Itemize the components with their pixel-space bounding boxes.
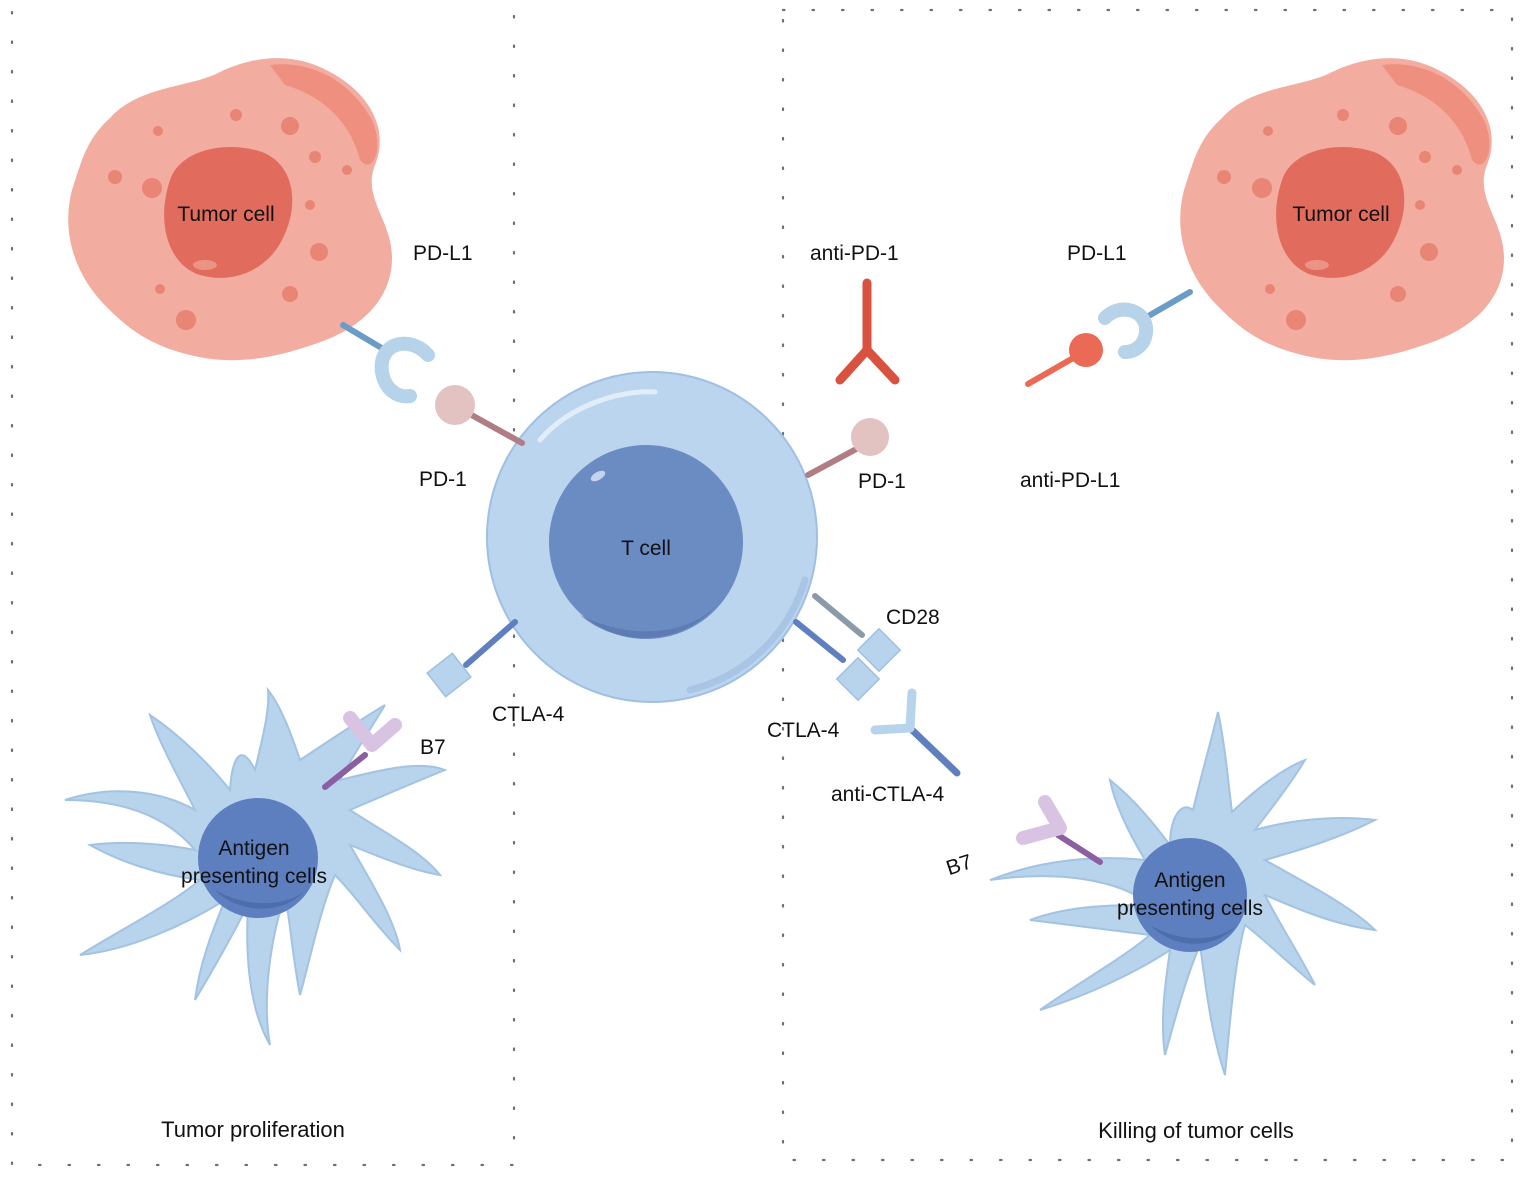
pd-l1-left-receptor (340, 322, 435, 404)
cd28-label: CD28 (886, 606, 940, 629)
apc-right: Antigen presenting cells (989, 711, 1379, 1076)
b7-left-shape (343, 711, 402, 752)
ctla4-left-box (426, 652, 472, 698)
apc-left-label-line1: Antigen (218, 837, 289, 860)
tumor-cell-left-nucleus-shine (193, 260, 217, 270)
pd-1-right-label: PD-1 (858, 470, 906, 493)
ctla4-right-box (835, 656, 881, 702)
pd-1-left-label: PD-1 (419, 468, 467, 491)
anti-pd1-antibody (835, 278, 900, 385)
caption-killing-of-tumor-cells: Killing of tumor cells (1098, 1118, 1294, 1143)
t-cell-nucleus (549, 445, 743, 639)
tumor-cell-left: Tumor cell (68, 58, 393, 361)
apc-right-label-line2: presenting cells (1117, 897, 1263, 920)
anti-ctla4-label: anti-CTLA-4 (831, 783, 945, 806)
tumor-cell-right: Tumor cell (1180, 58, 1504, 361)
t-cell-nucleus-shadow (580, 600, 720, 638)
apc-right-nucleus-shadow (1150, 925, 1237, 944)
apc-left-label-line2: presenting cells (181, 865, 327, 888)
ctla4-left-receptor (426, 619, 518, 698)
anti-ctla4-antibody (870, 688, 961, 777)
pd-l1-right-cup (1098, 302, 1153, 359)
t-cell-body-shadow (686, 576, 809, 694)
anti-pd-l1-head (1069, 333, 1103, 367)
pd-l1-left-cup (374, 336, 435, 404)
pd-1-left-receptor (435, 385, 525, 446)
tumor-cell-right-granules (1217, 109, 1462, 330)
ctla4-left-label: CTLA-4 (492, 703, 565, 726)
t-cell-nucleus-shine (590, 470, 606, 482)
t-cell: T cell (486, 371, 818, 703)
b7-right-shape (1016, 795, 1067, 845)
pd-1-right-head (851, 418, 889, 456)
b7-right-label: B7 (943, 850, 975, 880)
apc-left-nucleus (198, 798, 318, 918)
ctla4-right-receptor (793, 619, 881, 702)
cd28-box (856, 627, 902, 673)
tumor-cell-left-nucleus (164, 147, 293, 278)
b7-right-receptor (1016, 795, 1103, 865)
pd-1-right-receptor (805, 418, 889, 478)
apc-left-nucleus-shadow (215, 890, 305, 909)
pd-1-left-head (435, 385, 475, 425)
anti-pd-l1-label: anti-PD-L1 (1020, 469, 1120, 492)
apc-right-nucleus (1133, 838, 1247, 952)
cd28-receptor (812, 593, 902, 673)
t-cell-label: T cell (621, 537, 671, 560)
t-cell-body-shine (537, 389, 658, 443)
caption-tumor-proliferation: Tumor proliferation (161, 1117, 345, 1142)
apc-left: Antigen presenting cells (64, 686, 448, 1046)
tumor-cell-right-nucleus (1276, 147, 1405, 278)
anti-pd1-label: anti-PD-1 (810, 242, 899, 265)
tumor-cell-left-label: Tumor cell (177, 203, 274, 226)
tumor-cell-right-edge (1382, 64, 1490, 165)
apc-right-label-line1: Antigen (1154, 869, 1225, 892)
b7-left-receptor (322, 711, 402, 790)
pd-l1-right-receptor (1098, 289, 1193, 359)
pd-l1-left-label: PD-L1 (413, 242, 473, 265)
pd-l1-right-label: PD-L1 (1067, 242, 1127, 265)
tumor-cell-left-granules (108, 109, 352, 330)
tumor-cell-right-nucleus-shine (1305, 260, 1329, 270)
b7-left-label: B7 (420, 736, 446, 759)
anti-pd-l1-antibody (1025, 333, 1103, 387)
tumor-cell-right-label: Tumor cell (1292, 203, 1389, 226)
ctla4-right-label: CTLA-4 (767, 719, 840, 742)
tumor-cell-left-edge (270, 64, 378, 165)
